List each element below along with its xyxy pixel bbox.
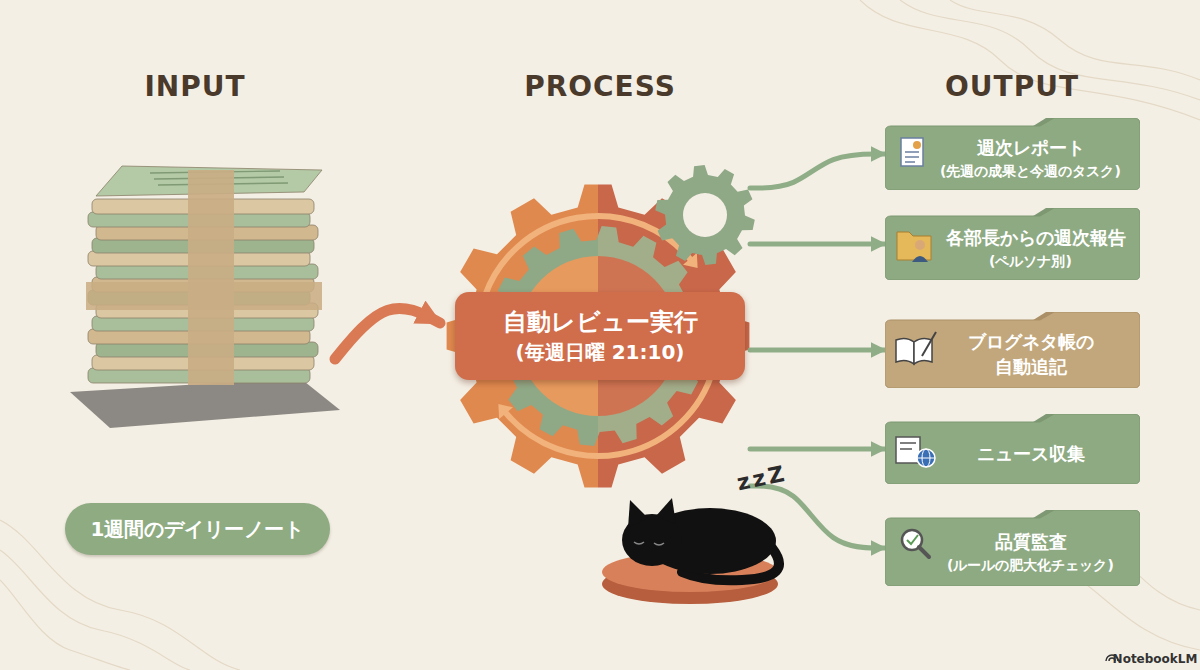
node-subtitle: (毎週日曜 21:10) [516,338,685,366]
input-pill-label: 1週間のデイリーノート [65,503,330,555]
node-title: 各部長からの週次報告 [946,225,1116,250]
background-waves-part [860,0,1200,120]
output-branch [750,447,885,452]
paper-stack-part [86,282,322,310]
gear-illustration-part [485,216,690,295]
output-folder: ニュース収集 [885,414,1140,484]
output-folder: 品質監査(ルールの肥大化チェック) [885,510,1140,586]
magnifier-icon-part [907,535,918,544]
gear-illustration-part [683,193,727,237]
column-heading: INPUT [144,70,245,103]
gear-illustration-part [655,165,755,265]
background-waves-part [0,580,130,670]
background-waves-part [1080,580,1200,650]
paper-stack-part [188,170,234,385]
node-title: 品質監査 [995,529,1067,554]
news-globe-icon-part [896,437,920,463]
folder-person-icon-part [915,240,925,250]
folder-text-area: ブログネタ帳の 自動追記 [925,320,1136,388]
input-node: 1週間のデイリーノート [60,170,335,560]
sleeping-cat-part [656,498,676,524]
watermark-icon [1106,655,1118,661]
book-icon-part [896,338,914,364]
sleeping-cat [602,498,779,604]
node-title: ニュース収集 [977,441,1085,466]
news-globe-icon [896,437,935,467]
sleeping-cat-part [634,542,644,544]
watermark-icon-part [1109,658,1115,661]
report-icon-part [905,156,919,158]
background-waves-part [900,0,1200,100]
output-branch [750,154,885,188]
watermark-icon-part [1106,655,1118,661]
folder-person-icon-part [897,232,931,260]
news-globe-icon-part [917,449,935,467]
connector-group [335,154,885,548]
background-waves-part [950,0,1200,80]
book-icon [896,332,936,364]
magnifier-icon [902,530,929,557]
process-node: 自動レビュー実行(毎週日曜 21:10) [440,182,750,492]
sleeping-cat-part [628,500,648,528]
watermark: NotebookLM [1113,652,1198,666]
folder-text-area: ニュース収集 [925,422,1136,484]
folder-body [885,312,1140,388]
gear-illustration [447,165,755,487]
news-globe-icon-part [900,442,916,444]
report-icon-part [905,151,919,153]
output-branch [750,348,885,353]
column-heading: PROCESS [524,70,676,103]
label-plate: 自動レビュー実行(毎週日曜 21:10) [455,292,745,380]
news-globe-icon-part [922,449,930,467]
folder-text-area: 品質監査(ルールの肥大化チェック) [925,518,1136,586]
node-title: 自動レビュー実行 [503,306,698,338]
output-folder: 週次レポート(先週の成果と今週のタスク) [885,118,1140,190]
report-icon-part [901,138,923,166]
background-waves-part [0,550,190,670]
report-icon [901,138,923,166]
node-title: ブログネタ帳の 自動追記 [946,329,1116,379]
node-subtitle: (先週の成果と今週のタスク) [940,160,1121,182]
column-heading: OUTPUT [945,70,1079,103]
output-branch [750,242,885,247]
folder-body [885,208,1140,280]
paper-stack-part [70,378,340,428]
folder-body [885,118,1140,190]
output-branch [750,486,885,548]
node-subtitle: (ペルソナ別) [989,250,1072,272]
report-icon-part [905,161,915,163]
folder-body [885,510,1140,586]
paper-stack [70,166,340,428]
output-folder: 各部長からの週次報告(ペルソナ別) [885,208,1140,280]
folder-text-area: 週次レポート(先週の成果と今週のタスク) [925,126,1136,190]
sleep-mark: zzZ [735,461,790,496]
folder-person-icon [897,232,931,262]
gear-illustration-part [506,377,711,456]
magnifier-icon-part [919,547,929,557]
book-icon-part [922,332,936,356]
sleeping-cat-part [654,543,664,545]
folder-person-icon-part [912,256,928,262]
news-globe-icon-part [917,458,935,459]
folder-body [885,414,1140,484]
book-icon-part [914,338,932,364]
folder-text-area: 各部長からの週次報告(ペルソナ別) [925,216,1136,280]
output-folder: ブログネタ帳の 自動追記 [885,312,1140,388]
node-subtitle: (ルールの肥大化チェック) [947,554,1114,576]
node-title: 週次レポート [977,135,1085,160]
news-globe-icon-part [900,448,912,450]
gear-illustration-part [498,404,513,419]
magnifier-icon-part [902,530,922,550]
input-arrow [335,308,440,359]
gear-illustration-part [447,185,598,488]
report-icon-part [913,141,921,149]
